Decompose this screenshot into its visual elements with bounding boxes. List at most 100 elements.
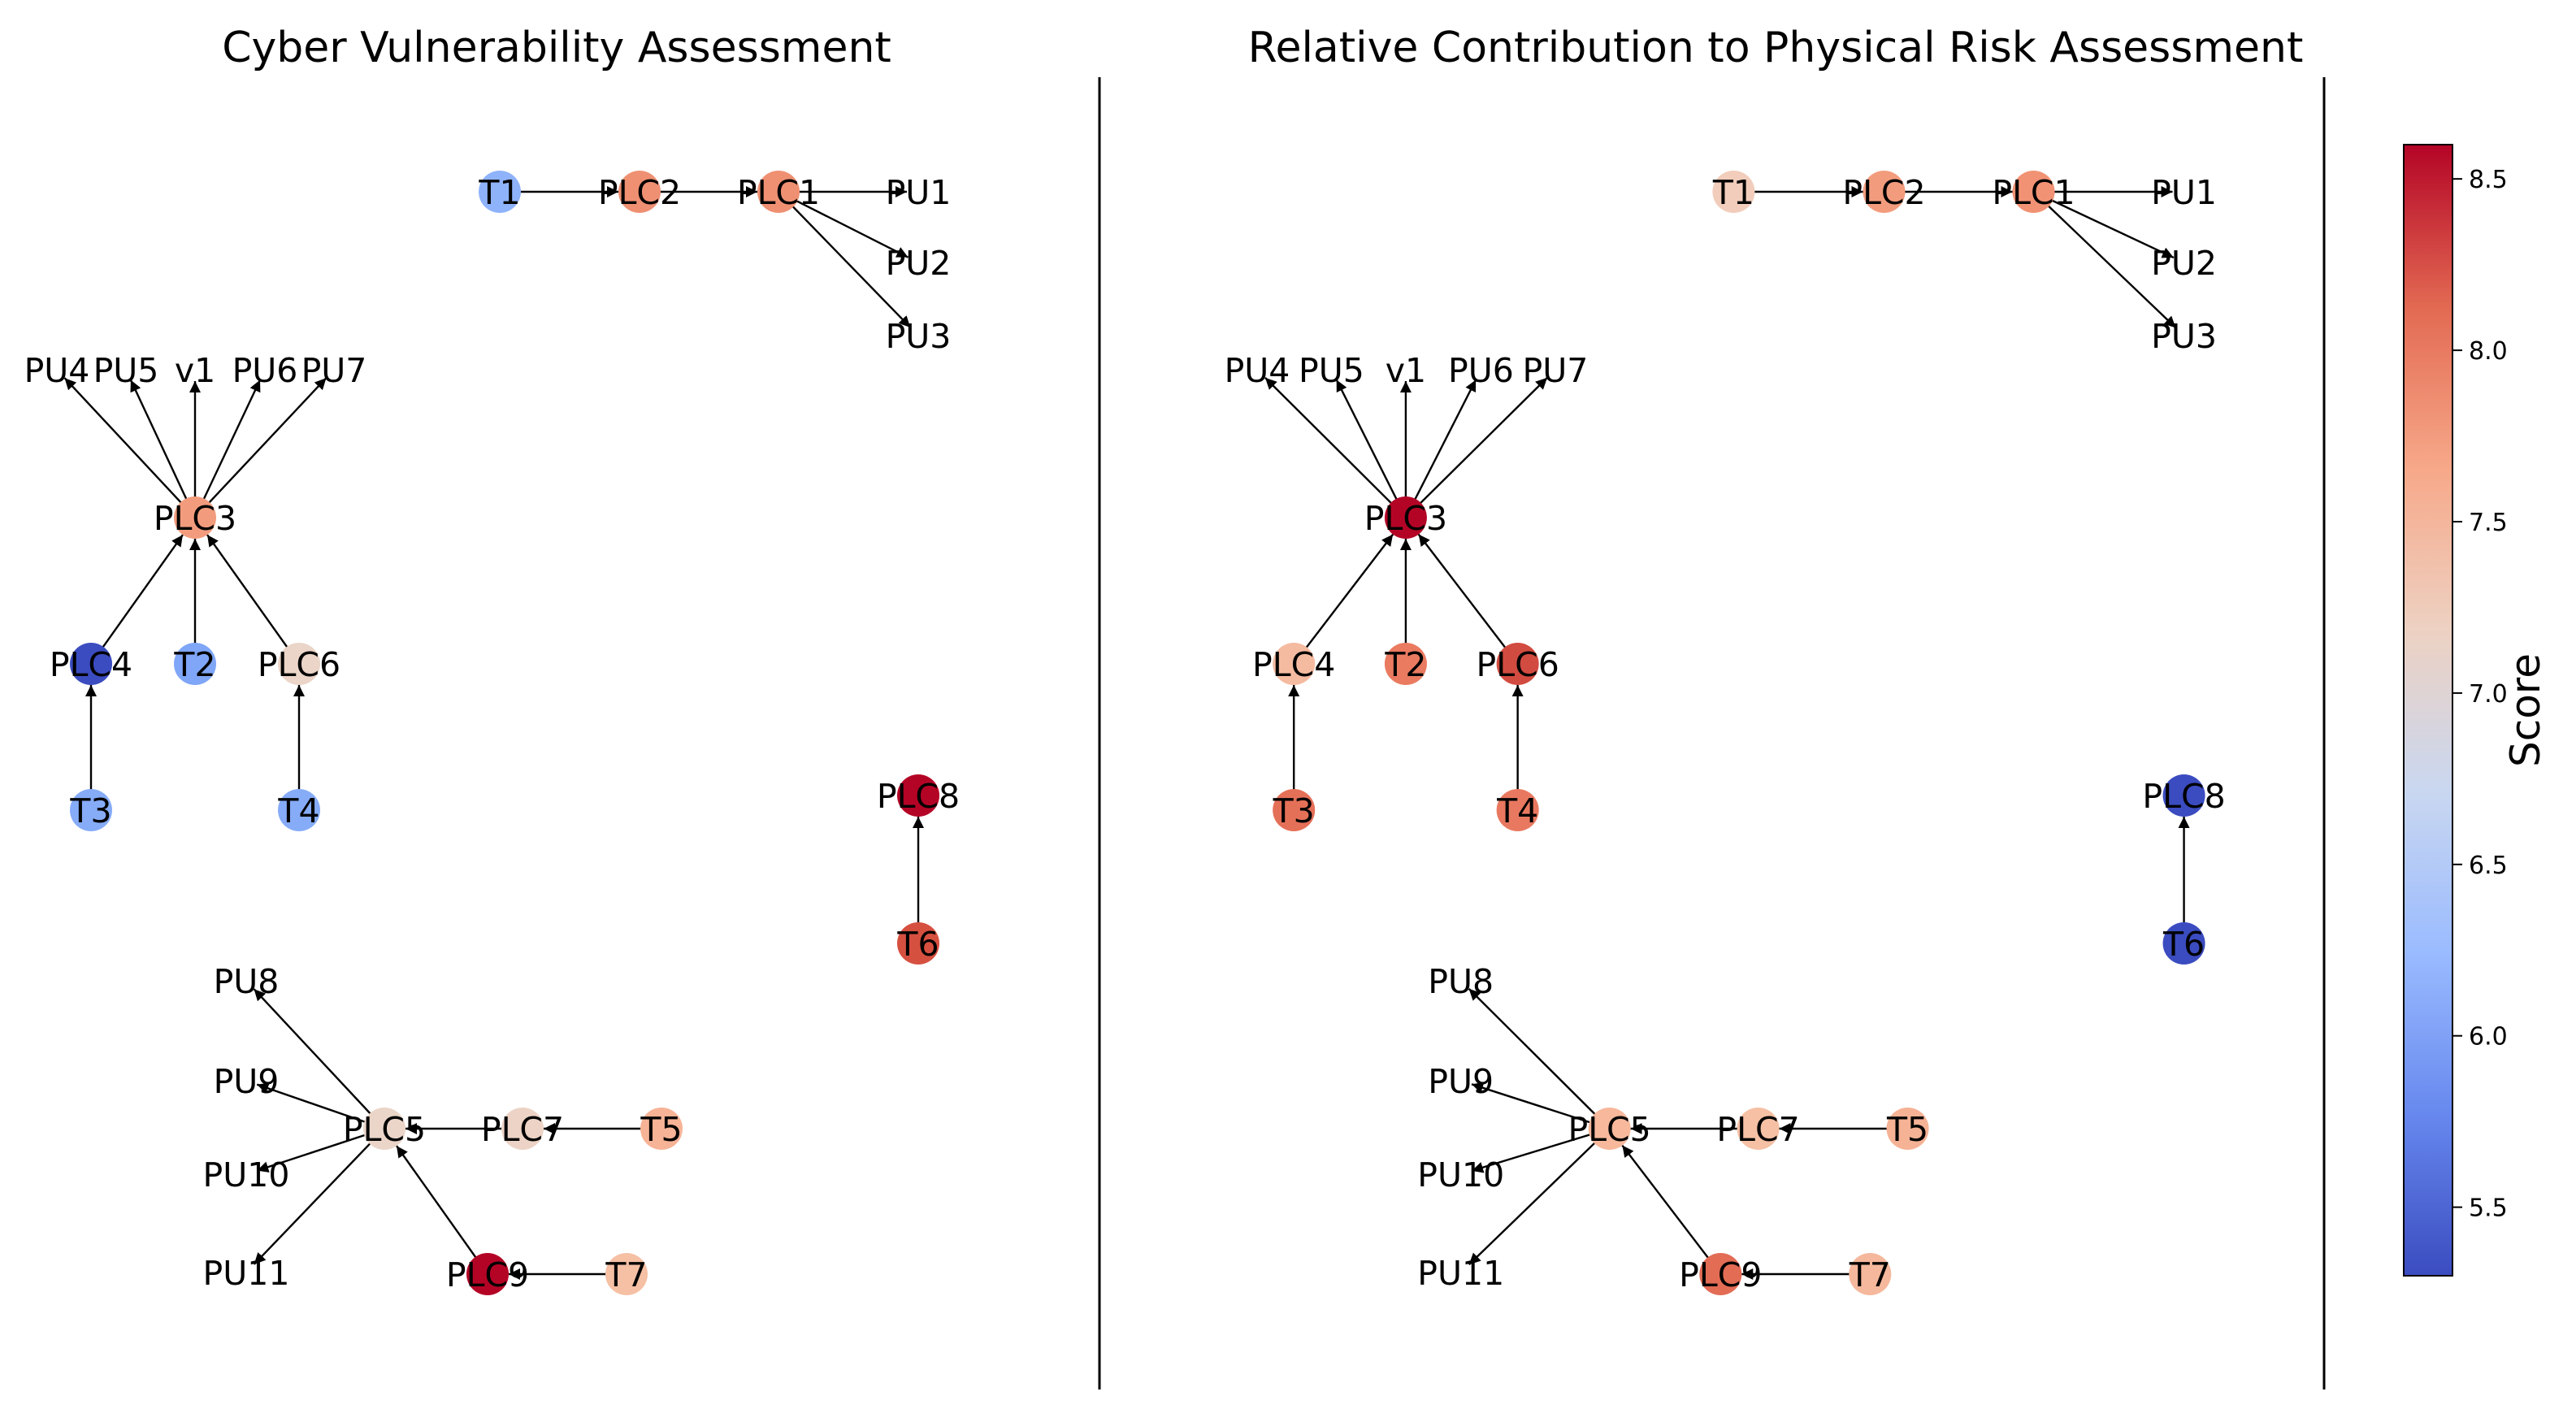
node-label-pu10: PU10 xyxy=(203,1155,290,1194)
edge-plc3-to-pu6 xyxy=(1404,379,1477,518)
node-plc7 xyxy=(501,1108,544,1150)
edge-plc4-to-plc3 xyxy=(90,534,184,665)
node-label-pu3: PU3 xyxy=(2151,317,2217,356)
node-label-pu4: PU4 xyxy=(1225,351,1290,390)
node-plc3 xyxy=(174,496,216,539)
node-label-plc1: PLC1 xyxy=(737,173,820,212)
node-t7 xyxy=(1849,1253,1892,1295)
node-label-t4: T4 xyxy=(1496,791,1538,830)
edge-plc3-to-pu5 xyxy=(1335,379,1407,518)
node-label-pu6: PU6 xyxy=(1448,351,1514,390)
edge-plc3-to-pu7 xyxy=(1405,376,1548,518)
edge-plc5-to-pu9 xyxy=(1471,1082,1610,1130)
node-label-plc9: PLC9 xyxy=(1679,1255,1762,1294)
node-label-pu8: PU8 xyxy=(214,962,280,1001)
node-label-plc7: PLC7 xyxy=(481,1110,564,1149)
node-label-plc8: PLC8 xyxy=(877,777,960,816)
node-t1 xyxy=(479,171,521,213)
node-label-pu1: PU1 xyxy=(886,173,952,212)
colorbar-label: Score xyxy=(2502,653,2549,767)
colorbar-tick-label-6-5: 6.5 xyxy=(2469,852,2508,880)
edge-plc1-to-pu2 xyxy=(2032,190,2175,259)
node-t4 xyxy=(1496,789,1539,831)
edge-plc3-to-pu4 xyxy=(1264,377,1407,518)
node-t5 xyxy=(640,1108,683,1150)
node-label-plc4: PLC4 xyxy=(1252,645,1335,684)
edge-plc3-to-pu7 xyxy=(194,377,327,518)
node-label-pu2: PU2 xyxy=(886,244,952,283)
node-label-plc2: PLC2 xyxy=(598,173,681,212)
panel-title-cyber-vulnerability: Cyber Vulnerability Assessment xyxy=(222,24,891,72)
node-label-t4: T4 xyxy=(277,791,319,830)
node-plc8 xyxy=(2162,774,2205,817)
colorbar-tick-label-7-5: 7.5 xyxy=(2469,509,2508,537)
node-label-pu9: PU9 xyxy=(214,1062,280,1101)
edge-plc3-to-pu5 xyxy=(129,379,197,518)
edge-plc4-to-plc3 xyxy=(1293,533,1394,665)
node-plc9 xyxy=(1699,1253,1742,1295)
node-plc7 xyxy=(1737,1108,1780,1150)
node-label-t7: T7 xyxy=(605,1255,647,1294)
edge-plc6-to-plc3 xyxy=(1417,533,1519,665)
node-label-t1: T1 xyxy=(1712,173,1754,212)
node-label-t3: T3 xyxy=(69,791,111,830)
node-label-t2: T2 xyxy=(1384,645,1426,684)
colorbar-tick-label-6-0: 6.0 xyxy=(2469,1023,2508,1051)
edge-plc3-to-pu4 xyxy=(63,377,196,518)
node-plc1 xyxy=(757,171,800,213)
node-label-pu8: PU8 xyxy=(1428,962,1494,1001)
edge-plc5-to-pu8 xyxy=(253,988,385,1129)
node-t7 xyxy=(605,1253,648,1295)
node-label-plc3: PLC3 xyxy=(154,499,236,538)
node-plc4 xyxy=(1273,643,1316,685)
node-plc6 xyxy=(278,643,320,685)
colorbar-tick-label-8-5: 8.5 xyxy=(2469,166,2508,194)
node-label-pu11: PU11 xyxy=(203,1254,290,1293)
edge-plc5-to-pu11 xyxy=(253,1128,385,1265)
node-label-pu4: PU4 xyxy=(24,351,90,390)
edge-plc5-to-pu9 xyxy=(256,1082,385,1130)
node-t3 xyxy=(70,789,112,831)
node-plc4 xyxy=(70,643,112,685)
node-plc2 xyxy=(618,171,661,213)
node-label-pu7: PU7 xyxy=(301,351,367,390)
node-plc2 xyxy=(1863,171,1906,213)
node-label-plc6: PLC6 xyxy=(1477,645,1559,684)
node-label-plc6: PLC6 xyxy=(258,645,340,684)
node-label-v1: v1 xyxy=(175,351,215,390)
edge-plc1-to-pu3 xyxy=(2032,191,2177,329)
colorbar-tick-label-8-0: 8.0 xyxy=(2469,337,2508,366)
node-label-pu5: PU5 xyxy=(1299,351,1364,390)
edge-plc5-to-pu10 xyxy=(256,1127,385,1173)
colorbar-ticks: 5.56.06.57.07.58.08.5 xyxy=(2452,166,2508,1223)
node-label-t2: T2 xyxy=(173,645,215,684)
node-label-pu3: PU3 xyxy=(886,317,952,356)
node-label-t3: T3 xyxy=(1273,791,1315,830)
edge-plc1-to-pu3 xyxy=(778,191,912,328)
node-label-pu6: PU6 xyxy=(232,351,298,390)
node-label-v1: v1 xyxy=(1386,351,1426,390)
node-label-plc5: PLC5 xyxy=(1568,1110,1650,1149)
edge-plc6-to-plc3 xyxy=(206,534,300,665)
node-plc1 xyxy=(2012,171,2055,213)
node-label-plc1: PLC1 xyxy=(1992,173,2075,212)
node-label-plc5: PLC5 xyxy=(343,1110,426,1149)
node-plc9 xyxy=(466,1253,509,1295)
node-label-t6: T6 xyxy=(896,925,939,964)
colorbar: 5.56.06.57.07.58.08.5 Score xyxy=(2403,144,2549,1277)
node-label-plc2: PLC2 xyxy=(1842,173,1925,212)
node-label-pu9: PU9 xyxy=(1428,1062,1494,1101)
node-label-pu7: PU7 xyxy=(1523,351,1589,390)
edge-plc5-to-pu11 xyxy=(1468,1128,1611,1266)
node-label-t1: T1 xyxy=(478,173,520,212)
node-label-plc9: PLC9 xyxy=(446,1255,529,1294)
node-t6 xyxy=(897,922,939,965)
node-t6 xyxy=(2162,922,2205,965)
node-label-pu1: PU1 xyxy=(2151,173,2217,212)
node-label-t7: T7 xyxy=(1849,1255,1891,1294)
colorbar-gradient xyxy=(2403,144,2453,1277)
node-t3 xyxy=(1273,789,1316,831)
